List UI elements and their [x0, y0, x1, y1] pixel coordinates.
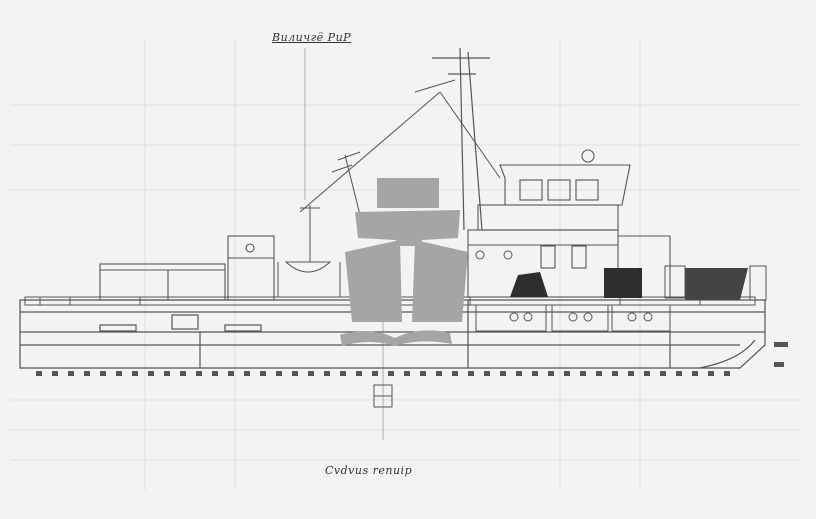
lifeboat-davit: [277, 205, 341, 297]
bridge-superstructure: [467, 149, 671, 298]
drawing-caption-label: Cvdvus renuip: [325, 464, 413, 477]
gray-overlay-shape: [340, 178, 468, 346]
anchor-symbol: [373, 384, 393, 408]
aft-deckhouse: [99, 235, 275, 301]
construction-grid: [10, 40, 800, 490]
keel-rivet-row: [36, 371, 730, 376]
rigging-lines: [299, 79, 501, 216]
main-mast: [432, 47, 490, 231]
hull-side-panels: [475, 304, 671, 332]
bow-fittings: [774, 342, 788, 367]
forward-deck-equipment: [510, 265, 767, 301]
drawing-title-label: Виличгё РиР: [272, 31, 352, 44]
portholes: [475, 250, 653, 322]
center-guide-lines: [304, 48, 384, 440]
